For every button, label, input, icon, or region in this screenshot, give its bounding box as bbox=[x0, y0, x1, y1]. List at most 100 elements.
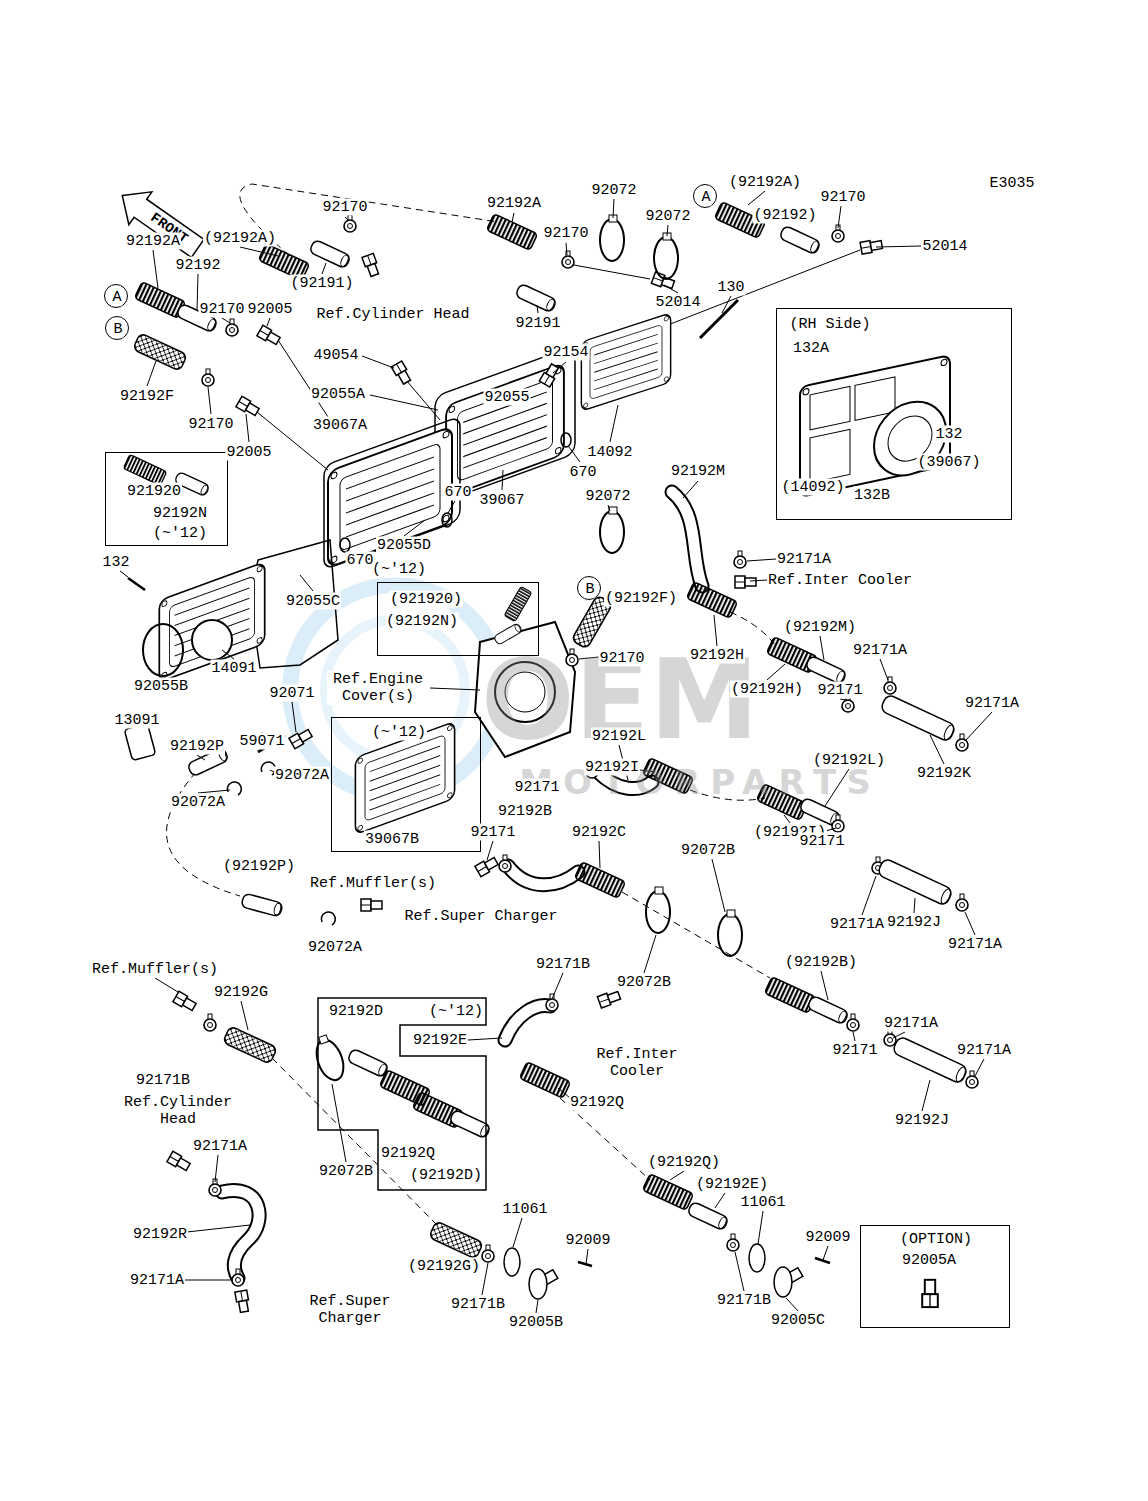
variant-box: (~'12)(921920)(92192N) bbox=[377, 582, 539, 656]
callout-label: 92170 bbox=[321, 199, 368, 216]
callout-label: 92171A bbox=[192, 1138, 248, 1155]
callout-label: 92170 bbox=[598, 650, 645, 667]
callout-label: 92192K bbox=[916, 765, 972, 782]
callout-label: 92171A bbox=[852, 642, 908, 659]
callout-label: 92072A bbox=[170, 794, 226, 811]
callout-label: 670 bbox=[568, 464, 597, 481]
callout-label: Ref.Super Charger bbox=[403, 908, 558, 925]
callout-label: 132 bbox=[101, 554, 130, 571]
callout-label: 52014 bbox=[921, 238, 968, 255]
variant-box: (~'12) 39067B bbox=[331, 717, 481, 852]
callout-label: Ref.Cylinder Head bbox=[315, 306, 470, 323]
callout-label: 92192E bbox=[412, 1032, 468, 1049]
callout-label: 39067 bbox=[478, 492, 525, 509]
direction-arrow: FRONT bbox=[111, 179, 209, 265]
callout-label: 92005C bbox=[770, 1312, 826, 1329]
reference-circle: A bbox=[693, 184, 717, 208]
node-text: 39067B bbox=[364, 831, 420, 848]
reference-circle: B bbox=[577, 576, 601, 600]
reference-letter: B bbox=[112, 321, 123, 338]
callout-label: 92009 bbox=[804, 1229, 851, 1246]
node-text: 92192D bbox=[328, 1003, 384, 1020]
callout-label: 92171B bbox=[535, 956, 591, 973]
callout-label: 92170 bbox=[542, 225, 589, 242]
node-text: (39067) bbox=[916, 454, 981, 471]
callout-label: 92192L bbox=[591, 728, 647, 745]
callout-label: 92192J bbox=[886, 914, 942, 931]
callout-label: 92072 bbox=[584, 488, 631, 505]
callout-label: 92171B bbox=[135, 1072, 191, 1089]
node-text: (921920) bbox=[389, 591, 463, 608]
callout-label: 92171A bbox=[947, 936, 1003, 953]
callout-label: (92192L) bbox=[812, 752, 886, 769]
callout-label: (92192M) bbox=[783, 619, 857, 636]
node-text: 92005A bbox=[901, 1252, 957, 1269]
callout-label: 13091 bbox=[113, 712, 160, 729]
node-text: (~'12) bbox=[371, 561, 427, 578]
callout-label: (92192A) bbox=[728, 174, 802, 191]
callout-label: 92171 bbox=[798, 833, 845, 850]
callout-label: 14091 bbox=[210, 660, 257, 677]
callout-label: 92055D bbox=[376, 537, 432, 554]
callout-label: 92154 bbox=[542, 344, 589, 361]
callout-label: 92171 bbox=[513, 779, 560, 796]
callout-label: 92072 bbox=[590, 182, 637, 199]
callout-label: 92192M bbox=[670, 463, 726, 480]
callout-label: 92055B bbox=[133, 678, 189, 695]
callout-label: 92171B bbox=[450, 1296, 506, 1313]
callout-label: (92191) bbox=[289, 275, 354, 292]
callout-label: Ref.Muffler(s) bbox=[91, 961, 219, 978]
callout-label: 92192B bbox=[497, 803, 553, 820]
callout-label: 92171 bbox=[469, 824, 516, 841]
callout-label: 92192A bbox=[125, 233, 181, 250]
callout-label: 92191 bbox=[514, 315, 561, 332]
callout-label: 92170 bbox=[187, 416, 234, 433]
outline bbox=[111, 179, 209, 265]
callout-label: Ref.Inter Cooler bbox=[591, 1046, 683, 1080]
node-text: 92192Q bbox=[380, 1145, 436, 1162]
callout-label: E3035 bbox=[988, 175, 1035, 192]
reference-circle: A bbox=[104, 284, 128, 308]
callout-label: 92072A bbox=[307, 939, 363, 956]
callout-label: 11061 bbox=[501, 1201, 548, 1218]
callout-label: 670 bbox=[443, 484, 472, 501]
callout-label: 92192I bbox=[584, 759, 640, 776]
callout-label: 92055 bbox=[483, 389, 530, 406]
callout-label: 670 bbox=[345, 552, 374, 569]
node-text: 921920 bbox=[126, 483, 182, 500]
callout-label: 130 bbox=[716, 279, 745, 296]
reference-circle: B bbox=[105, 316, 129, 340]
reference-letter: B bbox=[584, 581, 595, 598]
callout-label: Ref.Inter Cooler bbox=[767, 572, 913, 589]
callout-label: 92072A bbox=[274, 767, 330, 784]
callout-label: 92171B bbox=[716, 1292, 772, 1309]
node-text: (~'12) bbox=[371, 724, 427, 741]
variant-box: 92192D(~'12)92192Q(92192D) bbox=[318, 998, 486, 1190]
callout-label: (92192P) bbox=[222, 858, 296, 875]
callout-label: 92009 bbox=[564, 1232, 611, 1249]
node-text: 132 bbox=[934, 426, 963, 443]
callout-label: 92171A bbox=[129, 1272, 185, 1289]
callout-label: 92071 bbox=[268, 685, 315, 702]
callout-label: 92005 bbox=[225, 444, 272, 461]
callout-label: 92055C bbox=[285, 593, 341, 610]
callout-label: Ref.Engine Cover(s) bbox=[327, 671, 429, 705]
node-text: (92192N) bbox=[385, 613, 459, 630]
node-text: 132A bbox=[792, 340, 830, 357]
node-text: (92192D) bbox=[409, 1167, 483, 1184]
callout-label: 39067A bbox=[312, 417, 368, 434]
callout-label: 92072B bbox=[318, 1163, 374, 1180]
variant-box: 92192092192N(~'12) bbox=[105, 452, 228, 546]
callout-label: 92170 bbox=[819, 189, 866, 206]
callout-label: (92192Q) bbox=[647, 1154, 721, 1171]
callout-label: 92192H bbox=[689, 647, 745, 664]
callout-label: 11061 bbox=[739, 1194, 786, 1211]
callout-label: 92192R bbox=[132, 1226, 188, 1243]
callout-label: 92192 bbox=[174, 257, 221, 274]
node-text: 132B bbox=[853, 487, 891, 504]
callout-label: 92192G bbox=[213, 984, 269, 1001]
callout-label: 92171A bbox=[776, 551, 832, 568]
callout-label: (92192E) bbox=[695, 1176, 769, 1193]
callout-label: (92192) bbox=[752, 207, 817, 224]
